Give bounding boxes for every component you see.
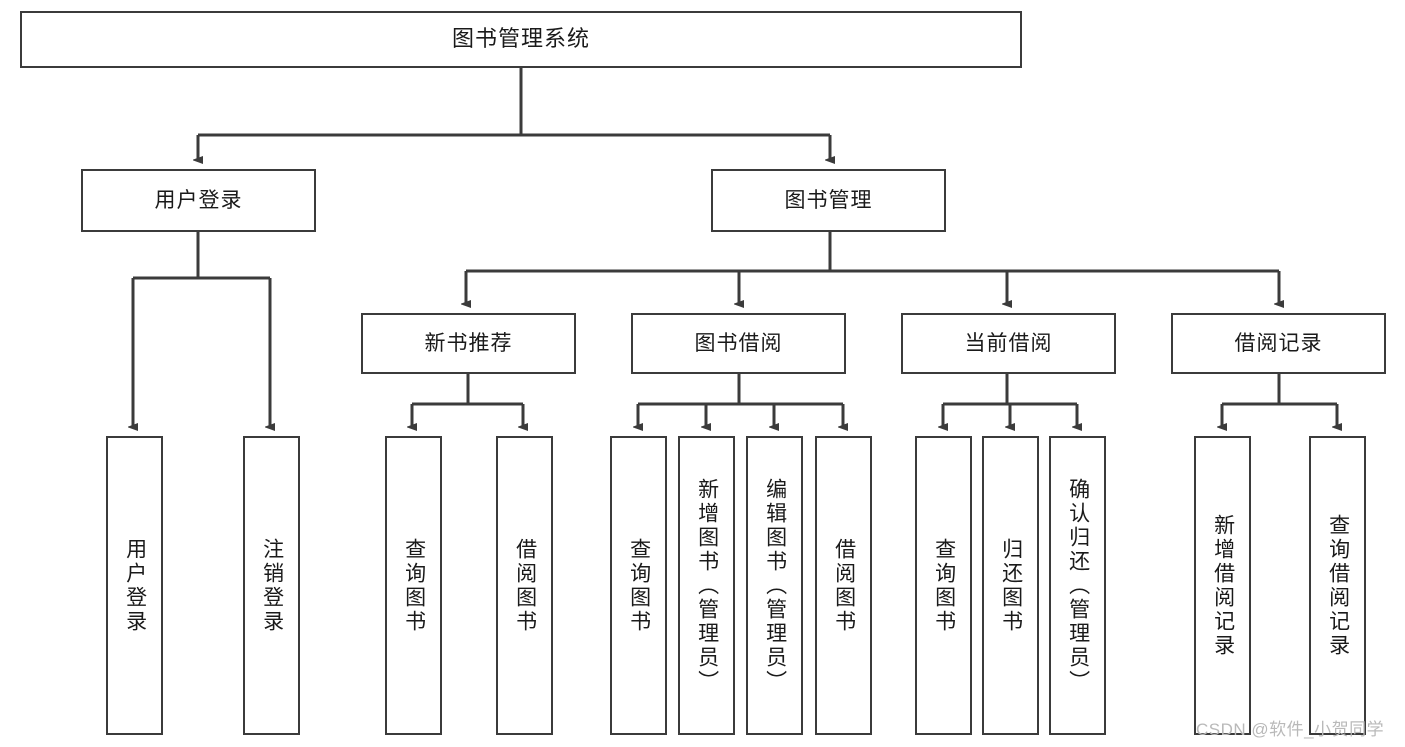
node-leaf-add-record[interactable]: 新增借阅记录	[1194, 436, 1251, 735]
node-leaf-borrow-book-2[interactable]: 借阅图书	[815, 436, 872, 735]
node-leaf-query-record[interactable]: 查询借阅记录	[1309, 436, 1366, 735]
node-book-manage[interactable]: 图书管理	[711, 169, 946, 232]
node-leaf-user-login[interactable]: 用户登录	[106, 436, 163, 735]
node-leaf-borrow-book-2-label: 借阅图书	[832, 537, 856, 634]
node-root[interactable]: 图书管理系统	[20, 11, 1022, 68]
node-leaf-user-login-label: 用户登录	[123, 537, 147, 634]
node-leaf-borrow-book-1[interactable]: 借阅图书	[496, 436, 553, 735]
node-user-login-label: 用户登录	[154, 188, 243, 212]
node-borrow-record-label: 借阅记录	[1234, 331, 1323, 355]
node-leaf-return-book[interactable]: 归还图书	[982, 436, 1039, 735]
node-book-borrow[interactable]: 图书借阅	[631, 313, 846, 374]
csdn-watermark: CSDN @软件_小贺同学	[1196, 720, 1385, 739]
node-leaf-confirm-return-label: 确认归还（管理员）	[1066, 477, 1090, 694]
node-leaf-logout[interactable]: 注销登录	[243, 436, 300, 735]
node-current-borrow-label: 当前借阅	[964, 331, 1053, 355]
node-leaf-edit-book[interactable]: 编辑图书（管理员）	[746, 436, 803, 735]
node-root-label: 图书管理系统	[451, 26, 590, 52]
node-leaf-return-book-label: 归还图书	[999, 537, 1023, 634]
node-leaf-query-book-2-label: 查询图书	[627, 537, 651, 634]
node-borrow-record[interactable]: 借阅记录	[1171, 313, 1386, 374]
node-leaf-query-book-3-label: 查询图书	[932, 537, 956, 634]
node-book-manage-label: 图书管理	[784, 188, 873, 212]
node-leaf-confirm-return[interactable]: 确认归还（管理员）	[1049, 436, 1106, 735]
node-book-borrow-label: 图书借阅	[694, 331, 783, 355]
node-leaf-logout-label: 注销登录	[260, 537, 284, 634]
node-leaf-query-book-1-label: 查询图书	[402, 537, 426, 634]
node-leaf-query-book-1[interactable]: 查询图书	[385, 436, 442, 735]
node-user-login[interactable]: 用户登录	[81, 169, 316, 232]
node-leaf-borrow-book-1-label: 借阅图书	[513, 537, 537, 634]
node-new-book-recommend[interactable]: 新书推荐	[361, 313, 576, 374]
node-leaf-add-book-label: 新增图书（管理员）	[695, 477, 719, 694]
node-leaf-add-record-label: 新增借阅记录	[1211, 513, 1235, 658]
node-leaf-edit-book-label: 编辑图书（管理员）	[763, 477, 787, 694]
node-leaf-query-record-label: 查询借阅记录	[1326, 513, 1350, 658]
node-leaf-query-book-3[interactable]: 查询图书	[915, 436, 972, 735]
node-leaf-add-book[interactable]: 新增图书（管理员）	[678, 436, 735, 735]
node-current-borrow[interactable]: 当前借阅	[901, 313, 1116, 374]
node-new-book-recommend-label: 新书推荐	[424, 331, 513, 355]
node-leaf-query-book-2[interactable]: 查询图书	[610, 436, 667, 735]
